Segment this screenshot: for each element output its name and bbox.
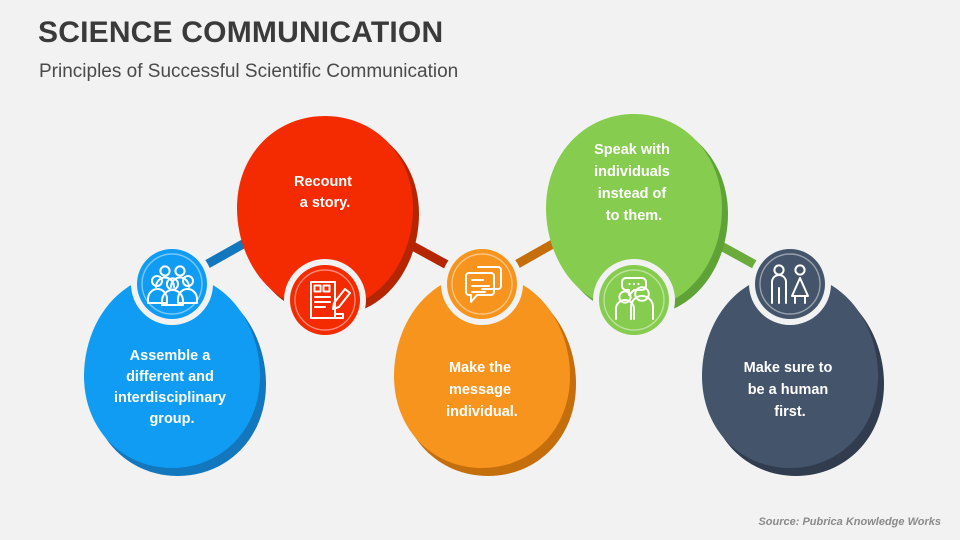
node-label-line: Make the <box>449 360 511 376</box>
node-speak-with-individuals[interactable]: Speak with individuals instead of to the… <box>546 114 728 341</box>
node-label-line: interdisciplinary <box>114 390 226 406</box>
node-label-line: be a human <box>748 382 829 398</box>
node-label: Assemble a different and interdisciplina… <box>114 348 230 427</box>
node-label-line: to them. <box>606 208 662 224</box>
node-label-line: different and <box>126 369 214 385</box>
icon-ring-inner <box>294 269 356 331</box>
page-title: SCIENCE COMMUNICATION <box>38 16 444 49</box>
man-woman-icon <box>771 264 809 304</box>
icon-disc <box>755 249 825 319</box>
icon-ring-inner <box>603 269 665 331</box>
node-body <box>546 114 722 310</box>
node-body <box>84 274 260 468</box>
node-label-line: a story. <box>300 195 351 211</box>
node-label-line: individuals <box>594 164 670 180</box>
node-body <box>237 116 413 310</box>
node-label-line: Recount <box>294 174 352 190</box>
icon-ring-inner <box>141 253 203 315</box>
people-group-icon <box>147 265 198 306</box>
node-message-individual[interactable]: Make the message individual. <box>394 243 576 476</box>
node-body <box>394 274 570 468</box>
page-subtitle: Principles of Successful Scientific Comm… <box>39 61 459 82</box>
node-label-line: individual. <box>446 404 518 420</box>
node-label-line: instead of <box>598 186 667 202</box>
node-label-line: group. <box>149 411 194 427</box>
node-recount-story[interactable]: Recount a story. <box>237 116 419 341</box>
node-label-line: Make sure to <box>744 360 833 376</box>
source-credit: Source: Pubrica Knowledge Works <box>758 516 941 528</box>
node-label-line: first. <box>774 404 805 420</box>
chat-bubbles-icon <box>465 266 502 303</box>
node-assemble-group[interactable]: Assemble a different and interdisciplina… <box>84 243 266 476</box>
node-be-human-first[interactable]: Make sure to be a human first. <box>702 243 884 476</box>
icon-ring-inner <box>759 253 821 315</box>
node-label: Recount a story. <box>294 174 356 211</box>
document-pencil-icon <box>310 281 351 319</box>
icon-disc <box>290 265 360 335</box>
node-label-line: Assemble a <box>130 348 212 364</box>
icon-disc <box>447 249 517 319</box>
people-speech-icon <box>615 277 654 320</box>
icon-ring-inner <box>451 253 513 315</box>
node-label: Speak with individuals instead of to the… <box>594 142 674 224</box>
node-label-line: Speak with <box>594 142 670 158</box>
node-label-line: message <box>449 382 511 398</box>
infographic-diagram: Assemble a different and interdisciplina… <box>84 114 884 476</box>
node-label: Make the message individual. <box>446 360 518 420</box>
node-label: Make sure to be a human first. <box>744 360 837 420</box>
node-body <box>702 274 878 468</box>
